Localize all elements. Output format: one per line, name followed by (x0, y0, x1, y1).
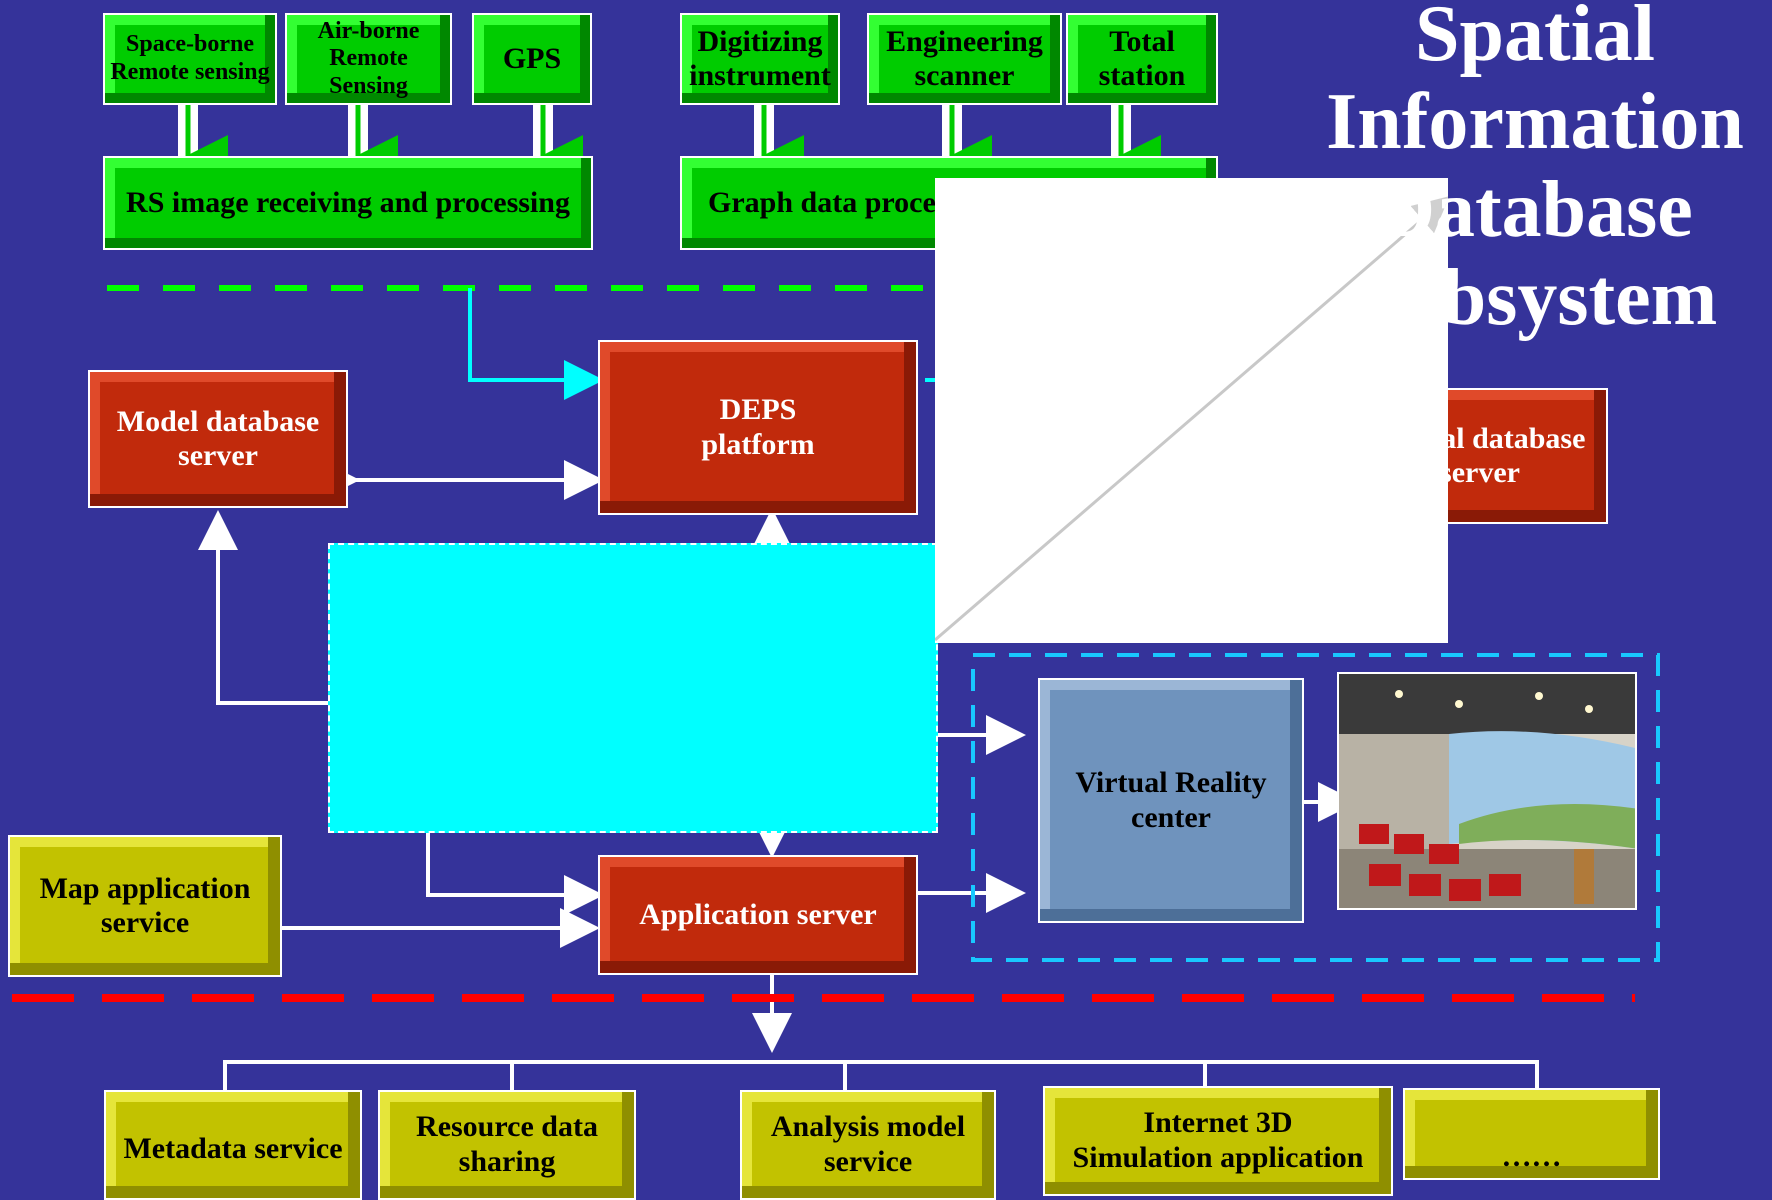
total-station-box[interactable]: Total station (1066, 13, 1218, 105)
analysis-line1: Analysis model (770, 1110, 966, 1143)
gps-box[interactable]: GPS (472, 13, 592, 105)
rs-processing-box[interactable]: RS image receiving and processing (103, 156, 593, 250)
white-connectors (198, 460, 1539, 1093)
analysis-model-box[interactable]: Analysis model service (740, 1090, 996, 1200)
space-borne-line2: Remote sensing (110, 59, 270, 85)
map-application-box[interactable]: Map application service (8, 835, 282, 977)
vr-group-outline (971, 653, 1660, 962)
vr-line2: center (1131, 800, 1211, 834)
application-server-box[interactable]: Application server (598, 855, 918, 975)
virtual-reality-box[interactable]: Virtual Reality center (1038, 678, 1304, 923)
internet3d-line2: Simulation application (1072, 1140, 1364, 1174)
deps-platform-box[interactable]: DEPS platform (598, 340, 918, 515)
model-db-line1: Model database (116, 404, 320, 438)
map-app-line1: Map application (39, 871, 251, 905)
gps-label: GPS (502, 41, 562, 75)
more-services-box[interactable]: …… (1403, 1088, 1660, 1180)
model-db-server-box[interactable]: Model database server (88, 370, 348, 508)
vr-line1: Virtual Reality (1075, 766, 1267, 799)
deps-line2: platform (701, 427, 815, 461)
application-server-label: Application server (639, 897, 877, 931)
overlay-panel (934, 178, 1450, 643)
title-line2: Information (1326, 78, 1744, 166)
air-borne-line2: Remote Sensing (329, 45, 408, 99)
page-title: Spatial Information Database Subsystem (1290, 0, 1772, 342)
center-panel (328, 543, 938, 833)
air-borne-box[interactable]: Air-borne Remote Sensing (285, 13, 452, 105)
title-line1: Spatial (1414, 0, 1656, 78)
total-station-line1: Total (1109, 24, 1175, 58)
map-app-line2: service (100, 906, 190, 939)
spatial-db-line2: server (1440, 456, 1520, 489)
space-borne-line1: Space-borne (126, 31, 254, 58)
metadata-service-box[interactable]: Metadata service (104, 1090, 362, 1200)
resource-sharing-box[interactable]: Resource data sharing (378, 1090, 636, 1200)
metadata-label: Metadata service (123, 1132, 343, 1165)
title-line3: Database (1377, 166, 1693, 254)
instrument-arrows (178, 96, 1161, 185)
air-borne-line1: Air-borne (317, 17, 420, 44)
rs-processing-label: RS image receiving and processing (126, 185, 570, 219)
digitizing-box[interactable]: Digitizing instrument (680, 13, 840, 105)
more-label: …… (1501, 1139, 1562, 1173)
internet-3d-box[interactable]: Internet 3D Simulation application (1043, 1086, 1393, 1196)
engineering-box[interactable]: Engineering scanner (867, 13, 1062, 105)
total-station-line2: station (1098, 59, 1186, 92)
engineering-line1: Engineering (886, 24, 1043, 58)
analysis-line2: service (823, 1144, 913, 1178)
title-line4: Subsystem (1352, 254, 1718, 342)
digitizing-line2: instrument (689, 59, 831, 92)
resource-line1: Resource data (416, 1110, 598, 1143)
resource-line2: sharing (458, 1144, 556, 1178)
diagonal-arrow-icon (934, 196, 1450, 642)
deps-line1: DEPS (719, 393, 797, 426)
internet3d-line1: Internet 3D (1143, 1106, 1293, 1139)
engineering-line2: scanner (914, 59, 1015, 92)
space-borne-box[interactable]: Space-borne Remote sensing (103, 13, 277, 105)
vr-theater-image (1337, 672, 1637, 910)
digitizing-line1: Digitizing (697, 24, 823, 58)
cyan-connector (468, 288, 604, 400)
model-db-line2: server (178, 439, 258, 472)
